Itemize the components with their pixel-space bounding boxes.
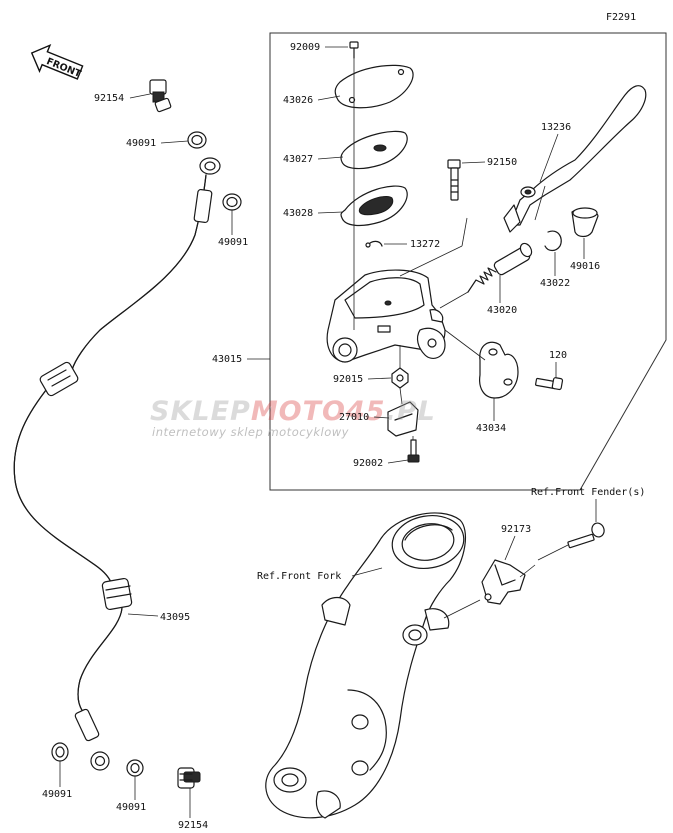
washer-mid xyxy=(222,193,242,211)
brake-switch xyxy=(387,401,419,437)
svg-text:SKLEPMOTO45.PL: SKLEPMOTO45.PL xyxy=(150,396,436,427)
label-49091-top: 49091 xyxy=(126,138,156,149)
label-43022: 43022 xyxy=(540,278,570,289)
washer-top xyxy=(187,131,207,149)
label-43027: 43027 xyxy=(283,154,313,165)
label-92002: 92002 xyxy=(353,458,383,469)
label-92173: 92173 xyxy=(501,524,531,535)
banjo-bolt-bottom xyxy=(177,767,201,789)
pivot-bolt xyxy=(447,159,461,201)
front-arrow-icon: FRONT xyxy=(30,43,84,80)
ref-front-fork: Ref.Front Fork xyxy=(257,571,341,582)
label-49016: 49016 xyxy=(570,261,600,272)
label-13236: 13236 xyxy=(541,122,571,133)
ref-front-fender: Ref.Front Fender(s) xyxy=(531,487,645,498)
master-cylinder-body xyxy=(326,269,446,363)
watermark: SKLEPMOTO45.PL internetowy sklep motocyk… xyxy=(150,396,436,439)
svg-text:internetowy sklep motocyklowy: internetowy sklep motocyklowy xyxy=(152,425,349,439)
label-92150: 92150 xyxy=(487,157,517,168)
fender-bolt xyxy=(567,522,605,549)
label-92015: 92015 xyxy=(333,374,363,385)
circlip xyxy=(544,230,562,252)
reservoir-cap xyxy=(334,64,414,109)
clip xyxy=(365,240,383,248)
hose-bracket xyxy=(481,559,526,605)
boot xyxy=(571,207,599,238)
label-43015: 43015 xyxy=(212,354,242,365)
piston-assembly xyxy=(467,242,533,293)
washer-bottom-left xyxy=(51,742,69,762)
nut-92015 xyxy=(391,367,409,389)
label-49091-mid: 49091 xyxy=(218,237,248,248)
assembly-frame xyxy=(269,32,667,491)
banjo-bolt-top xyxy=(149,79,172,113)
diaphragm xyxy=(340,185,408,227)
label-13272: 13272 xyxy=(410,239,440,250)
label-43034: 43034 xyxy=(476,423,506,434)
reservoir-plate xyxy=(340,130,408,170)
label-43028: 43028 xyxy=(283,208,313,219)
brake-hose xyxy=(13,157,221,771)
label-27010: 27010 xyxy=(339,412,369,423)
washer-bottom-center xyxy=(126,759,144,777)
label-43095: 43095 xyxy=(160,612,190,623)
label-92009: 92009 xyxy=(290,42,320,53)
label-92154-top: 92154 xyxy=(94,93,124,104)
label-49091-bottom-center: 49091 xyxy=(116,802,146,813)
front-fork xyxy=(265,512,467,819)
clamp-bolt xyxy=(535,377,564,391)
screw-92009 xyxy=(349,41,359,59)
label-43026: 43026 xyxy=(283,95,313,106)
handlebar-clamp xyxy=(479,341,519,399)
label-120: 120 xyxy=(549,350,567,361)
label-92154-bottom: 92154 xyxy=(178,820,208,831)
label-49091-bottom-left: 49091 xyxy=(42,789,72,800)
figure-code: F2291 xyxy=(606,12,636,23)
screw-92002 xyxy=(407,439,420,463)
label-43020: 43020 xyxy=(487,305,517,316)
